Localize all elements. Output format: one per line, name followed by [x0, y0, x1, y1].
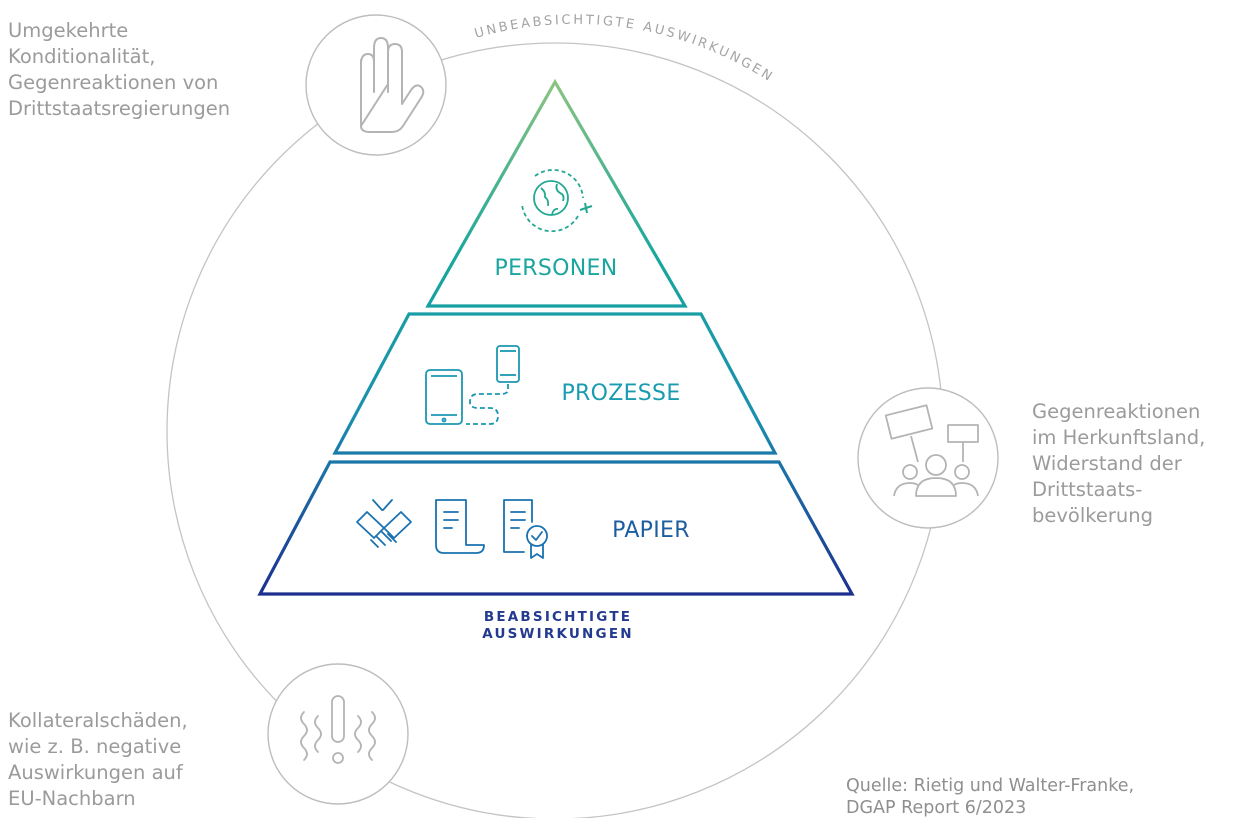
intended-effects-label-line2: AUSWIRKUNGEN [482, 626, 634, 642]
intended-effects-label-line1: BEABSICHTIGTE [484, 609, 632, 625]
note-line: bevölkerung [1032, 504, 1153, 527]
note-line: im Herkunftsland, [1032, 426, 1206, 449]
tier-label-papier: PAPIER [612, 518, 690, 543]
note-line: Kollateralschäden, [8, 709, 188, 732]
raised-hand-icon [305, 14, 447, 156]
tier-label-prozesse: PROZESSE [561, 381, 680, 406]
scroll-document-icon [435, 499, 485, 554]
source-citation: Quelle: Rietig und Walter-Franke, DGAP R… [846, 775, 1134, 819]
certificate-icon [503, 499, 548, 559]
note-line: Drittstaats- [1032, 478, 1143, 501]
note-line: Konditionalität, [8, 45, 156, 68]
note-line: Auswirkungen auf [8, 761, 183, 784]
handshake-icon [356, 499, 412, 548]
protest-crowd-icon [857, 387, 999, 529]
note-line: Gegenreaktionen [1032, 400, 1201, 423]
pyramid-tier-top [425, 78, 688, 308]
note-collateral-damage: Kollateralschäden, wie z. B. negative Au… [8, 708, 188, 812]
note-origin-country-backlash: Gegenreaktionen im Herkunftsland, Widers… [1032, 399, 1205, 529]
note-line: Umgekehrte [8, 19, 129, 42]
source-line: DGAP Report 6/2023 [846, 798, 1027, 818]
globe-plane-icon [521, 169, 593, 233]
note-line: EU-Nachbarn [8, 787, 136, 810]
pyramid-tier-middle [332, 312, 778, 455]
source-line: Quelle: Rietig und Walter-Franke, [846, 776, 1135, 796]
note-line: Gegenreaktionen von [8, 71, 219, 94]
documents-handshake-icon [356, 499, 548, 559]
devices-path-icon [425, 345, 520, 425]
pyramid-tier-bottom [257, 460, 855, 596]
warning-exclamation-icon [267, 663, 409, 805]
tier-label-personen: PERSONEN [495, 256, 618, 281]
note-line: wie z. B. negative [8, 735, 182, 758]
note-reverse-conditionality: Umgekehrte Konditionalität, Gegenreaktio… [8, 18, 230, 122]
note-line: Widerstand der [1032, 452, 1182, 475]
note-line: Drittstaatsregierungen [8, 97, 231, 120]
